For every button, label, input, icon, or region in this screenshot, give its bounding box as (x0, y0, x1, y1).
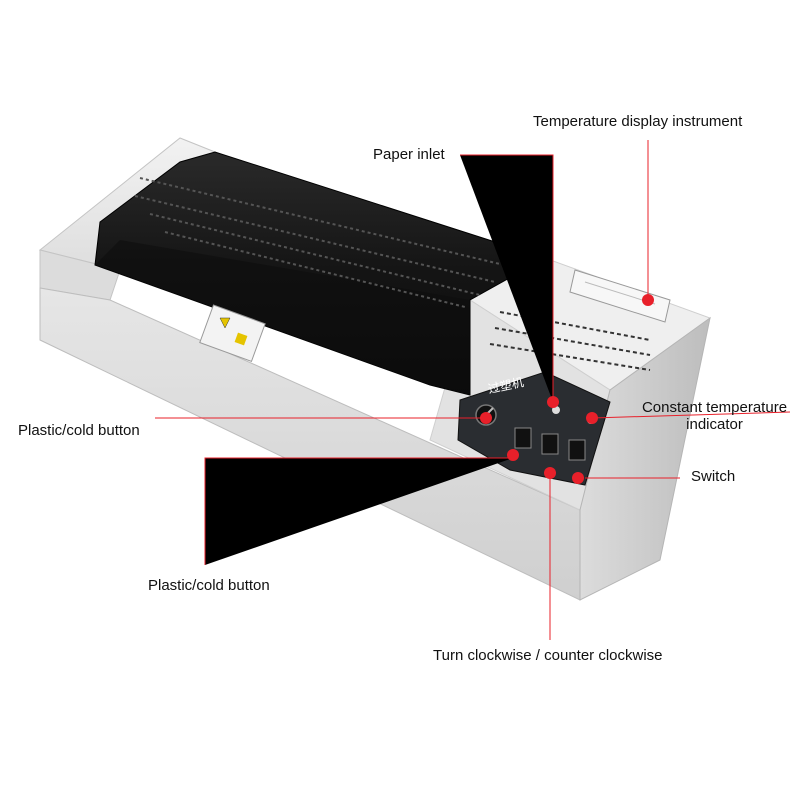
control-panel: 过塑机 (457, 371, 611, 486)
callout-dot-switch (572, 472, 584, 484)
control-block-vents (489, 311, 651, 371)
label-constant-temperature-line2: indicator (686, 416, 743, 433)
panel-title: 过塑机 (486, 374, 524, 396)
label-switch: Switch (691, 468, 736, 485)
power-indicator-lamp (552, 406, 560, 414)
caution-square-icon (234, 332, 248, 346)
warning-sticker (199, 304, 266, 363)
label-temperature-display: Temperature display instrument (533, 113, 743, 130)
warning-triangle-icon (219, 317, 231, 329)
callout-dot-paper-inlet (547, 396, 559, 408)
callout-dot-temperature-display (642, 294, 654, 306)
callout-dot-plastic-cold-1 (480, 412, 492, 424)
label-constant-temperature: Constant temperature indicator (637, 399, 792, 433)
laminator-lid (94, 151, 547, 396)
callout-dot-plastic-cold-2 (507, 449, 519, 461)
label-plastic-cold-button-2: Plastic/cold button (148, 577, 270, 594)
lid-vents (134, 177, 501, 308)
rocker-switch-2[interactable] (541, 433, 559, 455)
rocker-switch-3[interactable] (568, 439, 586, 461)
callout-lines (155, 140, 791, 640)
label-rotation: Turn clockwise / counter clockwise (433, 647, 663, 664)
callout-dot-rotation (544, 467, 556, 479)
lid-front-face (95, 240, 470, 395)
rocker-switch-1[interactable] (514, 427, 532, 449)
callout-dot-constant-temperature (586, 412, 598, 424)
label-constant-temperature-line1: Constant temperature (641, 399, 788, 416)
label-paper-inlet: Paper inlet (373, 146, 445, 163)
label-plastic-cold-button-1: Plastic/cold button (18, 422, 140, 439)
callout-dots (480, 294, 654, 484)
